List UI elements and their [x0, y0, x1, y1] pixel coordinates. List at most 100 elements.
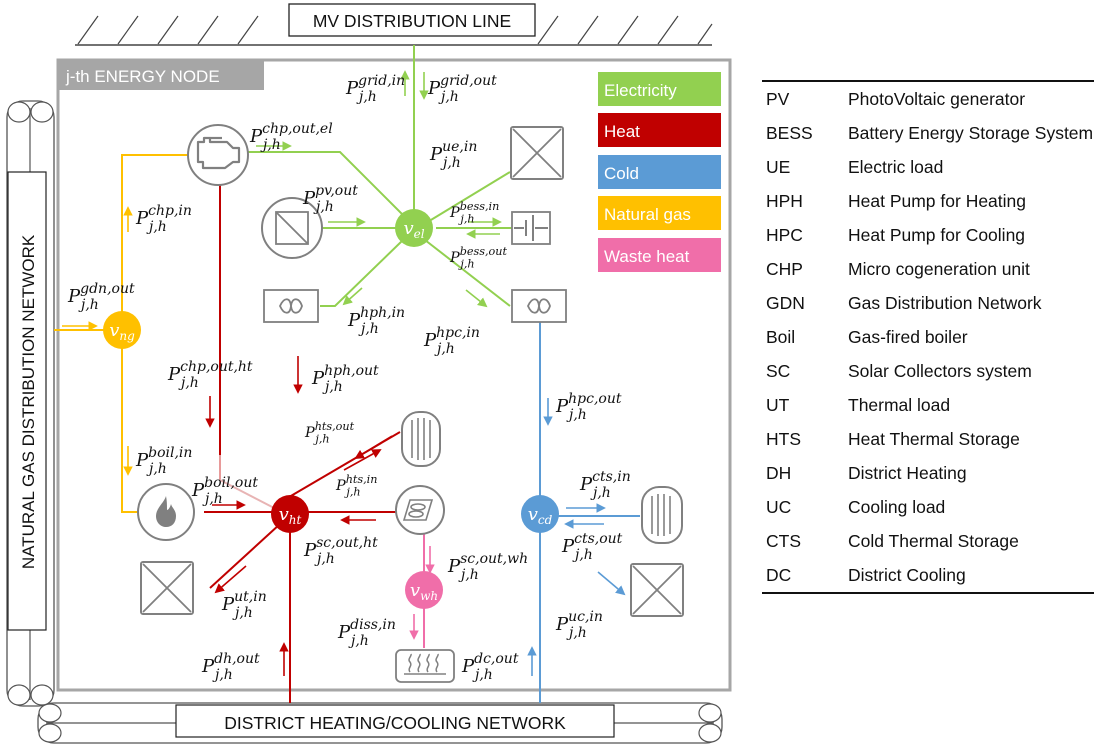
dh-network-label: DISTRICT HEATING/COOLING NETWORK [224, 713, 566, 733]
legend-description: Solar Collectors system [848, 361, 1032, 381]
legend-description: Thermal load [848, 395, 951, 415]
svg-text:Heat: Heat [604, 122, 640, 141]
electric-load-device [510, 126, 564, 180]
energy-node-title: j-th ENERGY NODE [65, 67, 220, 86]
svg-text:vel: vel [403, 218, 424, 241]
energy-node-header [58, 60, 264, 90]
thermal-load-device [140, 561, 194, 615]
hub-ng: vng [103, 311, 141, 349]
legend-abbr: UE [766, 157, 791, 177]
legend-row: HTS Heat Thermal Storage [762, 422, 1094, 456]
legend-description: Heat Pump for Cooling [848, 225, 1026, 245]
flame-icon [156, 496, 176, 527]
load-cross-icon [512, 128, 562, 178]
cooling-load-device [630, 563, 684, 617]
legend-abbr: Boil [766, 327, 796, 347]
energy-node-frame [56, 58, 732, 692]
cold-lines [539, 322, 640, 703]
legend-abbr: PV [762, 80, 848, 116]
carrier-waste-heat [598, 238, 721, 272]
svg-text:vng: vng [109, 320, 135, 343]
legend-row: GDN Gas Distribution Network [762, 286, 1094, 320]
battery-icon [514, 215, 548, 241]
engine-icon [196, 136, 241, 170]
svg-text:Electricity: Electricity [604, 81, 677, 100]
load-cross-icon [632, 565, 682, 615]
legend-row: DH District Heating [762, 456, 1094, 490]
gas-network-label: NATURAL GAS DISTRIBUTION NETWORK [19, 234, 38, 569]
carrier-cold [598, 155, 721, 189]
svg-text:Natural gas: Natural gas [604, 205, 691, 224]
legend-abbr: GDN [766, 293, 805, 313]
legend-abbr: UT [766, 395, 790, 415]
legend-description: Battery Energy Storage System [848, 123, 1094, 143]
legend-row: UT Thermal load [762, 388, 1094, 422]
legend-abbr: DH [766, 463, 792, 483]
cts-device [641, 486, 683, 544]
legend-abbr: HPH [766, 191, 803, 211]
legend-description: Heat Thermal Storage [848, 429, 1020, 449]
svg-text:vcd: vcd [528, 504, 553, 527]
legend-description: Micro cogeneration unit [848, 259, 1030, 279]
legend-abbr: HTS [766, 429, 801, 449]
legend-abbr: CHP [766, 259, 803, 279]
electricity-lines [223, 45, 512, 307]
legend-abbr: HPC [766, 225, 803, 245]
dissipator-device [395, 649, 455, 683]
legend-description: Cooling load [848, 497, 946, 517]
sc-device [395, 485, 445, 535]
legend-description: Gas Distribution Network [848, 293, 1042, 313]
legend-description: PhotoVoltaic generator [848, 80, 1094, 116]
svg-text:Waste heat: Waste heat [604, 247, 690, 266]
legend-row: CHP Micro cogeneration unit [762, 252, 1094, 286]
hpc-device [511, 289, 567, 323]
mv-distribution-line: MV DISTRIBUTION LINE [75, 3, 713, 46]
svg-text:vht: vht [279, 504, 302, 527]
hub-ht: vht [271, 495, 309, 533]
chp-device [187, 124, 249, 186]
carrier-natural-gas [598, 196, 721, 230]
legend-description: District Cooling [848, 558, 1094, 594]
legend-description: Heat Pump for Heating [848, 191, 1027, 211]
heat-pump-icon [279, 298, 303, 314]
legend-abbr: DC [762, 558, 848, 594]
hub-el: vel [395, 209, 433, 247]
legend-description: District Heating [848, 463, 967, 483]
flow-arrows [62, 70, 626, 676]
legend-abbr: BESS [766, 123, 813, 143]
solar-panel-icon [275, 211, 309, 245]
boiler-device [137, 483, 195, 541]
heat-pump-icon [527, 298, 551, 314]
svg-text:Cold: Cold [604, 164, 639, 183]
heat-dissipation-icon [404, 653, 446, 675]
carrier-heat [598, 113, 721, 147]
dh-network-pipe: DISTRICT HEATING/COOLING NETWORK [37, 702, 723, 744]
legend-row: HPC Heat Pump for Cooling [762, 218, 1094, 252]
